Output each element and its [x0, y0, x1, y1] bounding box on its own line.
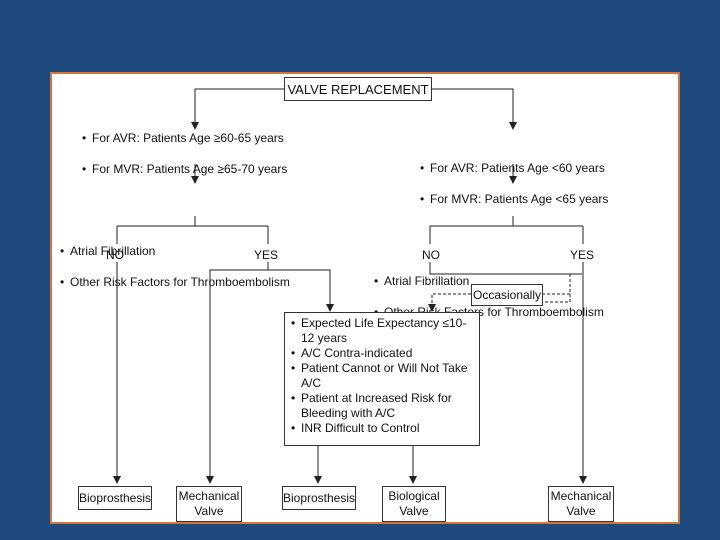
left-yes-label: YES — [254, 248, 279, 262]
left-no-label: NO — [106, 248, 124, 262]
center-item-life: Expected Life Expectancy ≤10-12 years — [291, 316, 473, 346]
center-item-bleeding: Patient at Increased Risk for Bleeding w… — [291, 391, 473, 421]
left-criteria-mvr: For MVR: Patients Age ≥65-70 years — [82, 162, 720, 177]
right-criteria-avr: For AVR: Patients Age <60 years — [420, 161, 720, 176]
left-risk-af: Atrial Fibrillation — [60, 244, 720, 259]
center-item-cannot: Patient Cannot or Will Not Take A/C — [291, 361, 473, 391]
left-criteria-avr: For AVR: Patients Age ≥60-65 years — [82, 131, 720, 146]
right-no-label: NO — [422, 248, 440, 262]
title-box: VALVE REPLACEMENT — [284, 77, 432, 101]
outcome-biological: Biological Valve — [382, 486, 446, 522]
outcome-bioprosthesis-left: Bioprosthesis — [78, 486, 152, 510]
left-risk-thrombo: Other Risk Factors for Thromboembolism — [60, 275, 720, 290]
outcome-mechanical-right: Mechanical Valve — [548, 486, 614, 522]
right-criteria-mvr: For MVR: Patients Age <65 years — [420, 192, 720, 207]
outcome-mechanical-left: Mechanical Valve — [176, 486, 242, 522]
center-criteria-box: Expected Life Expectancy ≤10-12 years A/… — [284, 312, 480, 446]
occasionally-box: Occasionally — [471, 284, 543, 306]
center-item-contra: A/C Contra-indicated — [291, 346, 473, 361]
right-risk-af: Atrial Fibrillation — [374, 274, 720, 289]
right-yes-label: YES — [570, 248, 595, 262]
flowchart-card — [50, 72, 680, 524]
outcome-bioprosthesis-center: Bioprosthesis — [282, 486, 356, 510]
center-item-inr: INR Difficult to Control — [291, 421, 473, 436]
